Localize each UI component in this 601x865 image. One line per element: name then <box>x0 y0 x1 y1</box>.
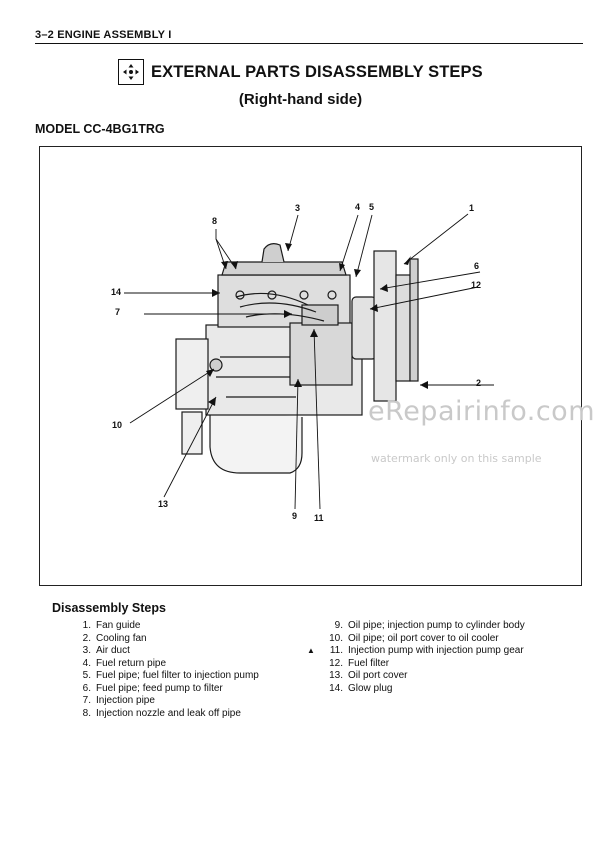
callout-5: 5 <box>369 202 375 212</box>
title-row: EXTERNAL PARTS DISASSEMBLY STEPS <box>118 57 483 87</box>
page-title: EXTERNAL PARTS DISASSEMBLY STEPS <box>151 62 483 81</box>
step-item: 10.Oil pipe; oil port cover to oil coole… <box>329 632 499 644</box>
step-item: 2.Cooling fan <box>82 632 147 644</box>
steps-column-right: 9.Oil pipe; injection pump to cylinder b… <box>307 620 547 695</box>
step-item: 9.Oil pipe; injection pump to cylinder b… <box>334 620 525 631</box>
step-item: 12.Fuel filter <box>329 657 390 669</box>
page-subtitle: (Right-hand side) <box>238 91 363 108</box>
callout-11: 11 <box>314 513 324 523</box>
callout-7: 7 <box>115 307 121 317</box>
callout-6: 6 <box>474 261 480 271</box>
callout-9: 9 <box>292 511 298 521</box>
triangle-marker-icon: ▲ <box>307 646 315 655</box>
steps-heading: Disassembly Steps <box>52 601 166 615</box>
step-item: 5.Fuel pipe; fuel filter to injection pu… <box>82 670 259 681</box>
watermark-note: watermark only on this sample <box>371 452 542 465</box>
callout-8: 8 <box>212 216 218 226</box>
step-item: 8.Injection nozzle and leak off pipe <box>82 707 241 719</box>
step-item: 14.Glow plug <box>329 682 393 694</box>
section-header: 3–2 ENGINE ASSEMBLY I <box>35 29 583 44</box>
watermark-logo: eRepairinfo.com <box>368 396 595 427</box>
engine-drawing <box>124 213 494 510</box>
disassembly-arrows-icon <box>118 59 144 85</box>
step-item: 6.Fuel pipe; feed pump to filter <box>82 682 223 694</box>
engine-diagram: 1 2 3 4 5 6 7 8 9 10 11 12 13 14 <box>39 146 582 586</box>
callout-14: 14 <box>111 287 122 297</box>
step-item: 13.Oil port cover <box>329 670 408 681</box>
steps-column-left: 1.Fan guide 2.Cooling fan 3.Air duct 4.F… <box>55 620 270 720</box>
callout-12: 12 <box>471 280 482 290</box>
step-item: 7.Injection pipe <box>82 695 155 706</box>
callout-2: 2 <box>476 378 482 388</box>
step-item: ▲11.Injection pump with injection pump g… <box>307 645 524 656</box>
step-item: 4.Fuel return pipe <box>82 657 167 669</box>
model-label: MODEL CC-4BG1TRG <box>35 122 165 136</box>
step-item: 1.Fan guide <box>82 620 141 631</box>
callout-3: 3 <box>295 203 301 213</box>
callout-1: 1 <box>469 203 475 213</box>
step-item: 3.Air duct <box>82 645 130 656</box>
callout-10: 10 <box>112 420 123 430</box>
callout-4: 4 <box>355 202 361 212</box>
callout-13: 13 <box>158 499 169 509</box>
